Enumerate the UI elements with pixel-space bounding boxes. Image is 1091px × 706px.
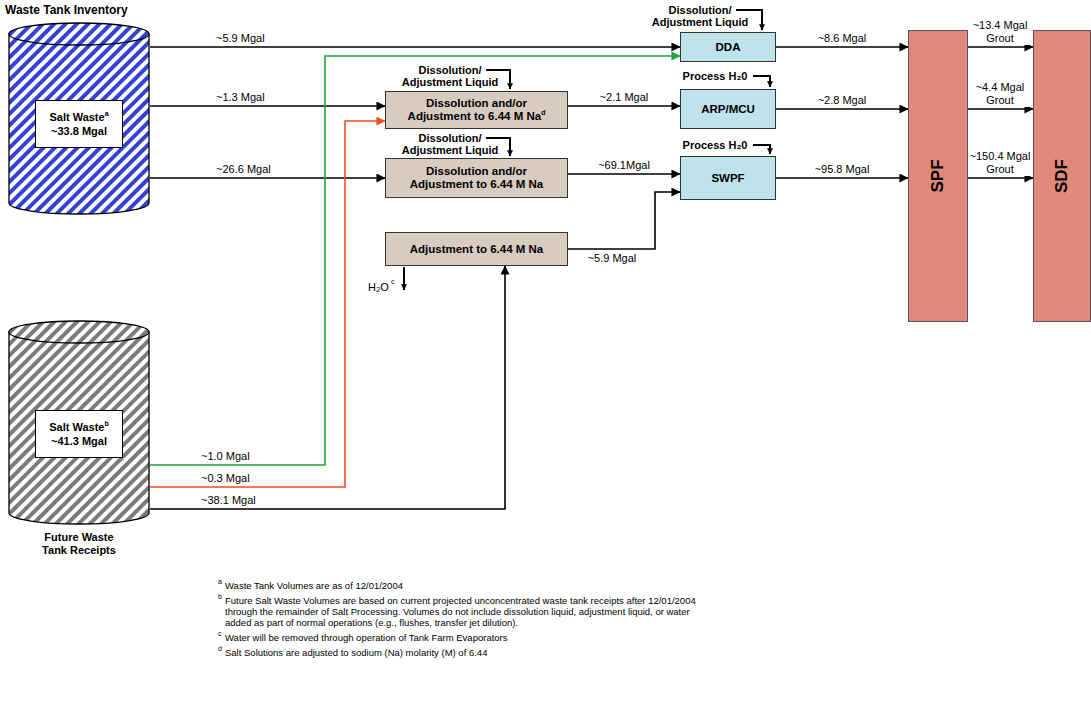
input-label: Process H₂0 bbox=[675, 139, 755, 152]
footnote-mark: d bbox=[541, 109, 545, 116]
tank-label: Salt Waste bbox=[49, 111, 104, 123]
box-text: Dissolution and/or Adjustment to 6.44 M … bbox=[402, 97, 552, 123]
footnote-text: Waste Tank Volumes are as of 12/01/2004 bbox=[225, 580, 403, 591]
storage-tank: Future Waste Tank ReceiptsSalt Wasteb~41… bbox=[8, 320, 150, 525]
flow-volume: ~150.4 Mgal Grout bbox=[968, 150, 1032, 176]
flow-arrow bbox=[568, 105, 680, 107]
flow-arrow bbox=[968, 177, 1033, 179]
footnote-row: dSalt Solutions are adjusted to sodium (… bbox=[218, 645, 708, 658]
text-line: ~33.8 Mgal bbox=[51, 124, 107, 138]
flow-arrow bbox=[776, 46, 908, 48]
flow-arrow bbox=[150, 266, 505, 509]
flow-arrow bbox=[968, 108, 1033, 110]
storage-tank: Waste Tank InventorySalt Wastea~33.8 Mga… bbox=[8, 22, 150, 215]
text-line: Salt Wastea bbox=[49, 110, 108, 124]
footnote-mark: d bbox=[218, 645, 225, 653]
footnote-text: Water will be removed through operation … bbox=[225, 632, 508, 643]
box-label: Adjustment to 6.44 M Na bbox=[410, 243, 544, 255]
text-line: ~41.3 Mgal bbox=[51, 434, 107, 448]
flow-arrow bbox=[150, 46, 680, 48]
footnote-row: aWaste Tank Volumes are as of 12/01/2004 bbox=[218, 578, 708, 591]
flow-arrow bbox=[568, 192, 680, 249]
input-label: Process H₂0 bbox=[675, 70, 755, 83]
input-arrow bbox=[753, 145, 770, 154]
flow-arrow bbox=[968, 46, 1033, 48]
process-box: DDA bbox=[680, 32, 776, 62]
process-box: SWPF bbox=[680, 156, 776, 200]
flow-volume: ~0.3 Mgal bbox=[200, 472, 251, 485]
flow-arrow bbox=[150, 56, 680, 465]
flow-volume: ~38.1 Mgal bbox=[200, 494, 257, 507]
flow-volume: ~95.8 Mgal bbox=[814, 163, 871, 176]
facility-bar: SDF bbox=[1033, 30, 1091, 322]
flow-volume: ~69.1Mgal bbox=[597, 159, 651, 172]
flow-volume: ~8.6 Mgal bbox=[817, 32, 868, 45]
box-label: Dissolution and/or Adjustment to 6.44 M … bbox=[408, 97, 542, 122]
facility-label: SDF bbox=[1052, 159, 1072, 193]
footnote-mark: a bbox=[218, 578, 225, 586]
flow-volume: ~2.1 Mgal bbox=[599, 91, 650, 104]
input-label: Dissolution/ Adjustment Liquid bbox=[645, 4, 755, 28]
box-text: SWPF bbox=[711, 172, 744, 185]
adjustment-box: Dissolution and/or Adjustment to 6.44 M … bbox=[385, 91, 568, 129]
tank-heading: Waste Tank Inventory bbox=[5, 3, 128, 17]
flow-arrow bbox=[150, 105, 385, 107]
flow-volume: ~13.4 Mgal Grout bbox=[968, 19, 1032, 45]
text-line: Salt Wasteb bbox=[49, 420, 109, 434]
adjustment-box: Adjustment to 6.44 M Na bbox=[385, 232, 568, 266]
footnote-mark: c bbox=[218, 630, 225, 638]
footnote-text: Future Salt Waste Volumes are based on c… bbox=[225, 595, 708, 628]
volume-box: Salt Wastea~33.8 Mgal bbox=[35, 100, 123, 148]
flow-volume: ~5.9 Mgal bbox=[587, 252, 638, 265]
process-box: ARP/MCU bbox=[680, 89, 776, 129]
flow-volume: ~26.6 Mgal bbox=[215, 163, 272, 176]
box-label: DDA bbox=[716, 41, 741, 53]
facility-label: SPF bbox=[928, 159, 948, 192]
volume-value: ~41.3 Mgal bbox=[51, 435, 107, 447]
flow-volume: ~1.3 Mgal bbox=[215, 91, 266, 104]
volume-value: ~33.8 Mgal bbox=[51, 125, 107, 137]
flow-arrow bbox=[776, 177, 908, 179]
box-label: Dissolution and/or Adjustment to 6.44 M … bbox=[410, 165, 544, 190]
volume-box: Salt Wasteb~41.3 Mgal bbox=[35, 410, 123, 458]
box-text: Adjustment to 6.44 M Na bbox=[410, 243, 544, 256]
footnote-row: cWater will be removed through operation… bbox=[218, 630, 708, 643]
box-text: ARP/MCU bbox=[701, 103, 755, 116]
input-label: Dissolution/ Adjustment Liquid bbox=[395, 132, 505, 156]
footnote-mark: a bbox=[105, 110, 109, 117]
flow-volume: ~1.0 Mgal bbox=[200, 450, 251, 463]
input-label: Dissolution/ Adjustment Liquid bbox=[395, 64, 505, 88]
adjustment-box: Dissolution and/or Adjustment to 6.44 M … bbox=[385, 158, 568, 198]
box-text: Dissolution and/or Adjustment to 6.44 M … bbox=[402, 165, 552, 191]
flow-arrow bbox=[568, 173, 680, 175]
output-arrow bbox=[403, 267, 405, 290]
flow-arrow bbox=[150, 121, 385, 487]
footnotes: aWaste Tank Volumes are as of 12/01/2004… bbox=[218, 578, 708, 660]
box-label: SWPF bbox=[711, 172, 744, 184]
footnote-mark: c bbox=[391, 277, 395, 286]
box-text: DDA bbox=[716, 41, 741, 54]
output-label: H₂O bbox=[368, 281, 389, 294]
tank-heading: Future Waste Tank Receipts bbox=[34, 531, 124, 557]
flow-volume: ~5.9 Mgal bbox=[215, 32, 266, 45]
footnote-row: bFuture Salt Waste Volumes are based on … bbox=[218, 593, 708, 628]
flow-arrow bbox=[776, 108, 908, 110]
flow-arrow bbox=[150, 177, 385, 179]
footnote-text: Salt Solutions are adjusted to sodium (N… bbox=[225, 647, 487, 658]
flow-volume: ~4.4 Mgal Grout bbox=[968, 81, 1032, 107]
footnote-mark: b bbox=[104, 420, 108, 427]
flow-volume: ~2.8 Mgal bbox=[817, 94, 868, 107]
footnote-mark: b bbox=[218, 593, 225, 601]
box-label: ARP/MCU bbox=[701, 103, 755, 115]
facility-bar: SPF bbox=[908, 30, 968, 322]
tank-label: Salt Waste bbox=[49, 421, 104, 433]
input-arrow bbox=[753, 76, 770, 87]
